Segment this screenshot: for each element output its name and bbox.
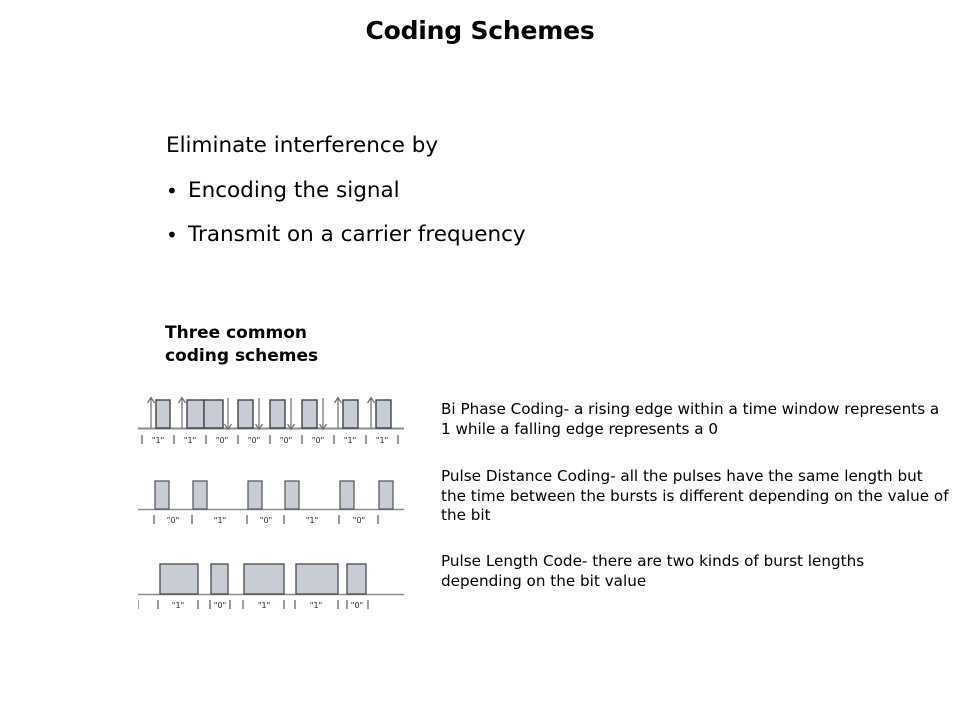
rising-edge-arrow-icon	[333, 396, 343, 428]
falling-edge-arrow-icon	[223, 398, 233, 431]
pulse-block	[301, 399, 318, 429]
page-title: Coding Schemes	[365, 16, 595, 45]
bit-label: "1"	[184, 436, 196, 445]
rising-edge-arrow-icon	[177, 396, 187, 428]
section-subheading: Three common coding schemes	[165, 323, 319, 366]
bit-label: "1"	[310, 601, 322, 610]
rising-edge-arrow-icon	[366, 396, 376, 428]
bit-separator-ticks	[141, 435, 399, 444]
pulse-block	[210, 563, 229, 595]
waveform-pulse-distance-coding: "0" "1" "0" "1" "0"	[138, 464, 406, 526]
falling-edge-arrow-icon	[254, 398, 264, 431]
waveform-bi-phase-coding: "1" "1" "0" "0" "0" "0" "1" "1"	[138, 388, 406, 446]
intro-text-block: Eliminate interference by • Encoding the…	[166, 131, 766, 249]
bit-label: "0"	[248, 436, 260, 445]
description-pulse-length-coding: Pulse Length Code- there are two kinds o…	[441, 552, 865, 590]
list-item: • Encoding the signal	[166, 177, 766, 205]
description-pulse-distance-coding: Pulse Distance Coding- all the pulses ha…	[441, 467, 949, 524]
bit-label: "1"	[306, 516, 318, 525]
pulse-block	[159, 563, 199, 595]
pulse-block	[192, 480, 208, 510]
pulse-block	[295, 563, 339, 595]
bit-separator-ticks	[138, 600, 369, 609]
pulse-block	[203, 399, 224, 429]
bit-label: "1"	[214, 516, 226, 525]
description-bi-phase-coding: Bi Phase Coding- a rising edge within a …	[441, 400, 940, 438]
intro-lead-line: Eliminate interference by	[166, 133, 439, 158]
bit-label: "1"	[258, 601, 270, 610]
pulse-block	[269, 399, 286, 429]
pulse-block	[243, 563, 285, 595]
pulse-block	[378, 480, 394, 510]
bit-label: "0"	[353, 516, 365, 525]
pulse-block	[186, 399, 205, 429]
bit-label: "0"	[216, 436, 228, 445]
pulse-block	[247, 480, 263, 510]
bit-label: "1"	[152, 436, 164, 445]
bit-separator-ticks	[153, 515, 379, 524]
bit-label: "0"	[312, 436, 324, 445]
bit-label: "0"	[167, 516, 179, 525]
falling-edge-arrow-icon	[318, 398, 328, 431]
rising-edge-arrow-icon	[146, 396, 156, 428]
bit-label: "0"	[214, 601, 226, 610]
pulse-block	[154, 480, 170, 510]
bullet-label: Transmit on a carrier frequency	[188, 222, 526, 247]
bullet-point-icon: •	[166, 179, 178, 203]
bit-label: "0"	[280, 436, 292, 445]
pulse-block	[237, 399, 254, 429]
pulse-block	[284, 480, 300, 510]
pulse-block	[346, 563, 367, 595]
pulse-block	[155, 399, 171, 429]
bullet-point-icon: •	[166, 223, 178, 247]
pulse-block	[339, 480, 355, 510]
list-item: • Transmit on a carrier frequency	[166, 221, 766, 249]
pulse-block	[342, 399, 359, 429]
waveform-pulse-length-coding: "1" "0" "1" "1" "0"	[138, 549, 406, 611]
bit-label: "1"	[172, 601, 184, 610]
bit-label: "0"	[351, 601, 363, 610]
bit-label: "1"	[344, 436, 356, 445]
bit-label: "0"	[260, 516, 272, 525]
bullet-label: Encoding the signal	[188, 178, 400, 203]
bit-label: "1"	[376, 436, 388, 445]
falling-edge-arrow-icon	[286, 398, 296, 431]
pulse-block	[375, 399, 392, 429]
